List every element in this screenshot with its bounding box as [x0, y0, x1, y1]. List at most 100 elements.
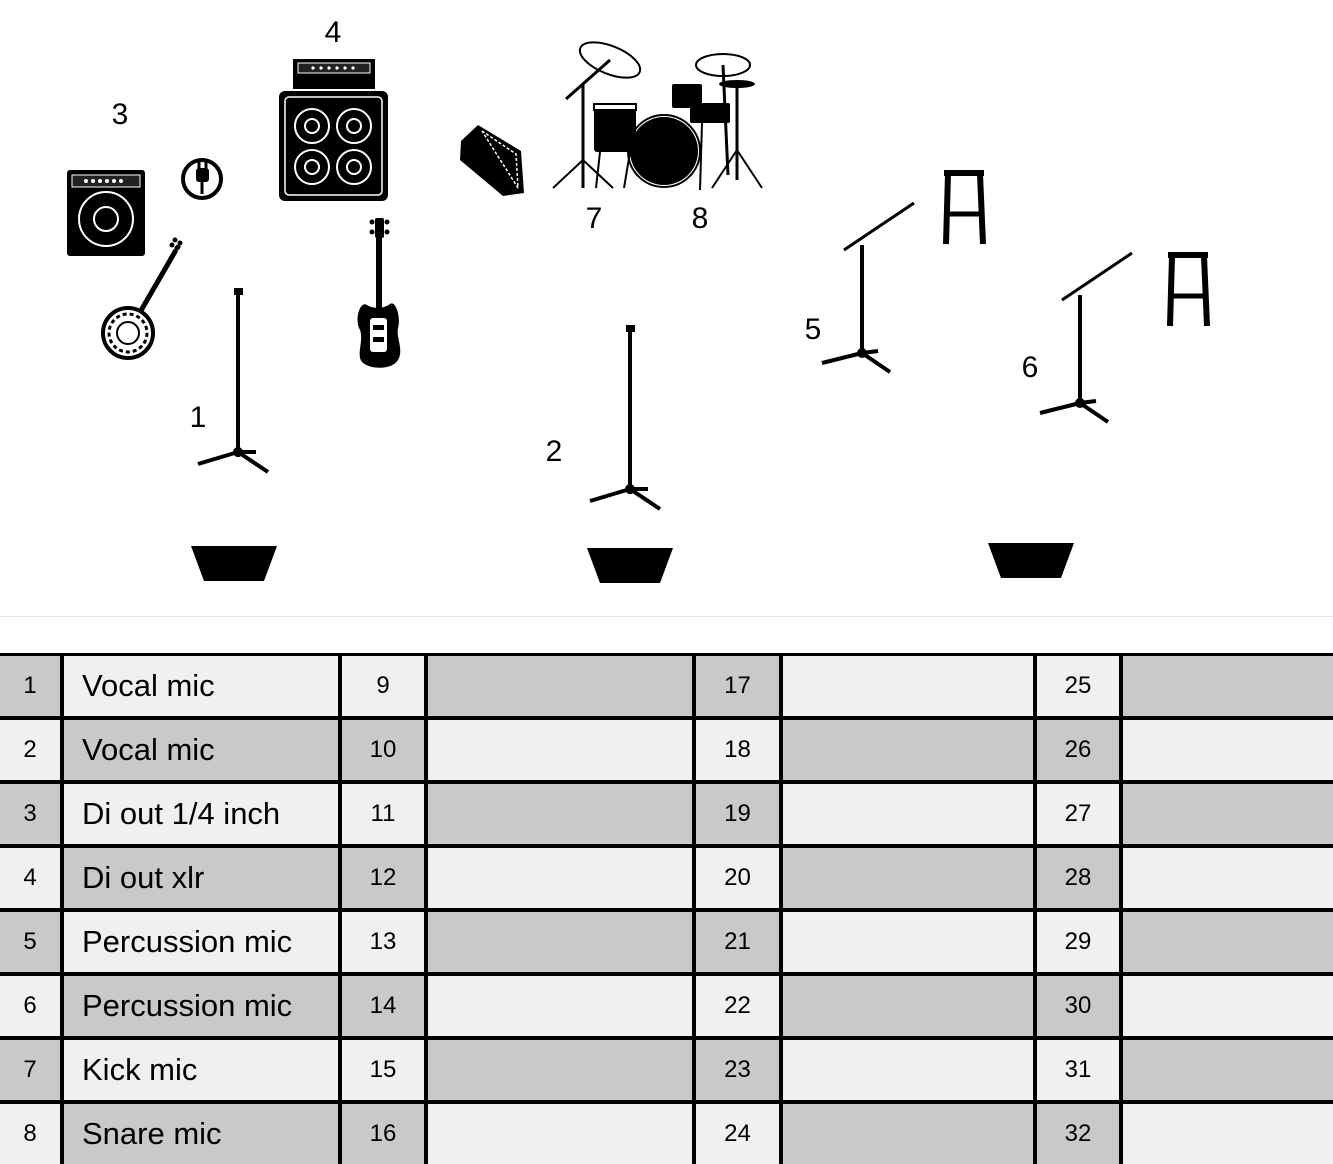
channel-number: 4: [0, 846, 64, 912]
stage-label-4: 4: [324, 16, 342, 49]
mic-stand-icon: [588, 323, 662, 511]
channel-name: Vocal mic: [60, 718, 342, 784]
channel-name: Di out xlr: [60, 846, 342, 912]
stage-label-8: 8: [691, 202, 709, 235]
stage-label-1: 1: [189, 401, 207, 434]
banjo-icon: [101, 237, 183, 360]
channel-number: 26: [1033, 718, 1123, 784]
channel-number: 29: [1033, 910, 1123, 976]
channel-number: 2: [0, 718, 64, 784]
bass-amp-stack-icon: [279, 59, 388, 201]
channel-number: 3: [0, 782, 64, 848]
stage-label-5: 5: [804, 313, 822, 346]
boom-mic-stand-icon: [1038, 251, 1134, 424]
stage-label-7: 7: [585, 202, 603, 235]
channel-number: 8: [0, 1102, 64, 1164]
section-divider: [0, 616, 1333, 617]
channel-name: [779, 974, 1037, 1040]
channel-number: 11: [338, 782, 428, 848]
channel-name: Kick mic: [60, 1038, 342, 1104]
channel-name: [424, 1102, 696, 1164]
stage-plot: 4 3 7 8 5 6 1 2: [67, 16, 1333, 583]
channel-name: [1119, 782, 1333, 848]
channel-number: 18: [692, 718, 783, 784]
monitor-wedge-icon: [460, 125, 524, 196]
channel-name: Di out 1/4 inch: [60, 782, 342, 848]
channel-name: [1119, 974, 1333, 1040]
mic-stand-icon: [196, 286, 270, 474]
channel-name: [779, 1102, 1037, 1164]
channel-name: [424, 846, 696, 912]
channel-number: 27: [1033, 782, 1123, 848]
channel-number: 24: [692, 1102, 783, 1164]
power-outlet-icon: [181, 158, 223, 200]
channel-number: 12: [338, 846, 428, 912]
floor-wedge-icon: [988, 543, 1074, 578]
stage-plot-drawing: [67, 41, 1333, 583]
channel-number: 21: [692, 910, 783, 976]
boom-mic-stand-icon: [820, 201, 916, 374]
channel-number: 30: [1033, 974, 1123, 1040]
stool-icon: [1168, 252, 1208, 326]
drum-kit-icon: [552, 41, 763, 191]
channel-name: [424, 910, 696, 976]
channel-number: 25: [1033, 653, 1123, 720]
channel-number: 20: [692, 846, 783, 912]
stool-icon: [944, 170, 984, 244]
channel-name: [779, 846, 1037, 912]
channel-name: [1119, 653, 1333, 720]
channel-name: [779, 653, 1037, 720]
channel-name: Percussion mic: [60, 910, 342, 976]
stage-label-2: 2: [545, 435, 563, 468]
channel-number: 19: [692, 782, 783, 848]
channel-number: 22: [692, 974, 783, 1040]
channel-number: 13: [338, 910, 428, 976]
floor-wedge-icon: [587, 548, 673, 583]
channel-name: Vocal mic: [60, 653, 342, 720]
stage-label-6: 6: [1021, 351, 1039, 384]
stage-label-3: 3: [111, 98, 129, 131]
bass-guitar-icon: [357, 218, 401, 368]
channel-name: [424, 974, 696, 1040]
channel-name: [424, 1038, 696, 1104]
channel-name: [424, 782, 696, 848]
floor-wedge-icon: [191, 546, 277, 581]
channel-name: [1119, 910, 1333, 976]
channel-number: 15: [338, 1038, 428, 1104]
channel-number: 16: [338, 1102, 428, 1164]
channel-name: [424, 653, 696, 720]
channel-number: 28: [1033, 846, 1123, 912]
channel-name: [779, 782, 1037, 848]
channel-number: 14: [338, 974, 428, 1040]
channel-name: Percussion mic: [60, 974, 342, 1040]
channel-number: 6: [0, 974, 64, 1040]
channel-name: [1119, 1102, 1333, 1164]
channel-name: [779, 1038, 1037, 1104]
channel-name: [1119, 846, 1333, 912]
channel-number: 17: [692, 653, 783, 720]
channel-number: 9: [338, 653, 428, 720]
channel-number: 5: [0, 910, 64, 976]
channel-number: 32: [1033, 1102, 1123, 1164]
channel-name: [779, 718, 1037, 784]
channel-number: 23: [692, 1038, 783, 1104]
channel-number: 1: [0, 653, 64, 720]
channel-name: [1119, 718, 1333, 784]
channel-name: [1119, 1038, 1333, 1104]
channel-number: 7: [0, 1038, 64, 1104]
channel-name: [424, 718, 696, 784]
channel-name: Snare mic: [60, 1102, 342, 1164]
channel-name: [779, 910, 1037, 976]
channel-number: 31: [1033, 1038, 1123, 1104]
channel-number: 10: [338, 718, 428, 784]
guitar-amp-icon: [67, 170, 145, 256]
